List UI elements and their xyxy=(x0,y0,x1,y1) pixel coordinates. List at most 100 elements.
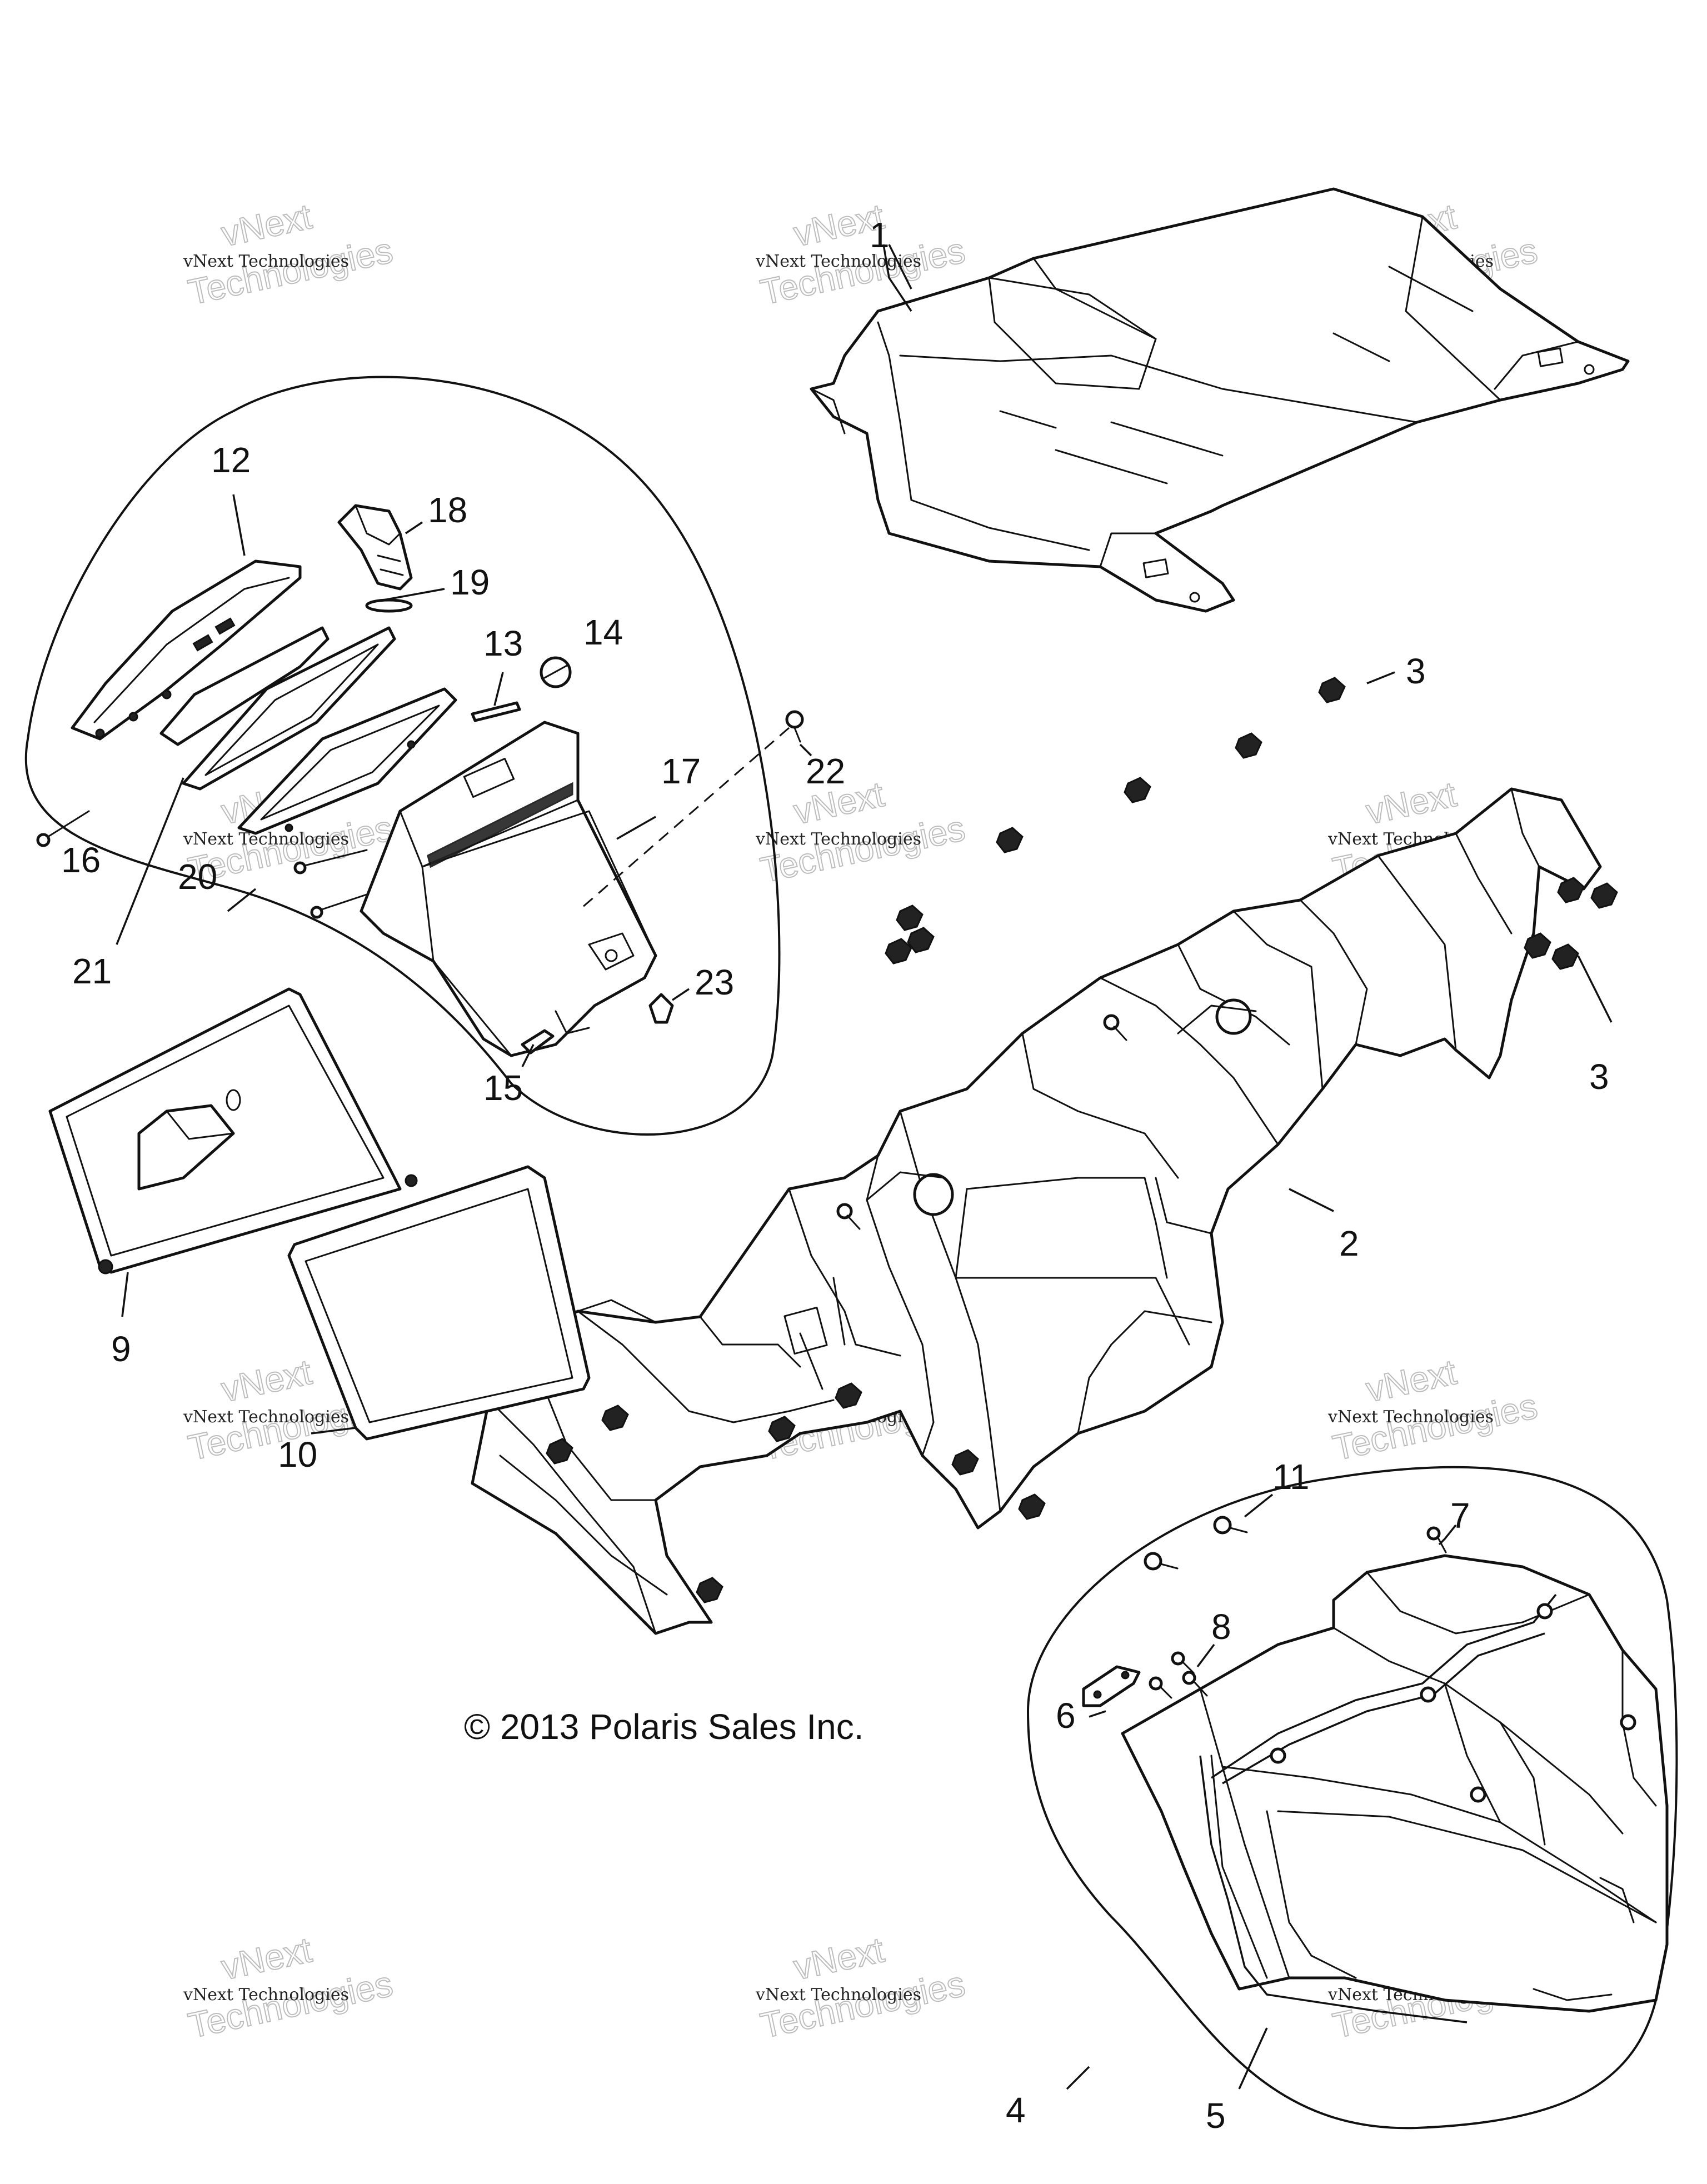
watermark-bottom-left: vNext Technologies vNext Technologies xyxy=(183,1929,397,2046)
clip-icon xyxy=(896,904,924,931)
part-5-seal xyxy=(1199,1755,1468,2023)
watermark-company: Technologies xyxy=(184,1963,396,2046)
part-21-filter-panel xyxy=(159,626,330,746)
screw-icon xyxy=(1144,1552,1179,1571)
clip-icon xyxy=(768,1416,796,1442)
part-3-clips xyxy=(546,677,1618,1603)
watermark-company: Technologies xyxy=(757,808,968,890)
part-7-screw xyxy=(1426,1526,1447,1553)
callout-3-right: 3 xyxy=(1589,1057,1609,1097)
part-23-nut xyxy=(648,993,674,1024)
clip-icon xyxy=(1557,877,1585,903)
storage-bin-assembly xyxy=(1026,1466,1678,2130)
screw-icon xyxy=(1103,1014,1127,1041)
part-6-bracket xyxy=(1082,1665,1141,1707)
glove-box-assembly xyxy=(24,376,804,1136)
clip-icon xyxy=(835,1382,862,1409)
copyright-notice: © 2013 Polaris Sales Inc. xyxy=(464,1707,864,1747)
screw-icon xyxy=(1171,1651,1195,1674)
callout-18: 18 xyxy=(428,490,467,530)
callout-7: 7 xyxy=(1450,1496,1470,1536)
callout-9: 9 xyxy=(111,1329,131,1369)
watermark-text: vNext Technologies xyxy=(1327,1407,1494,1427)
alignment-line xyxy=(577,727,790,912)
watermark-brand: vNext xyxy=(218,1352,315,1410)
callout-4: 4 xyxy=(1006,2090,1026,2130)
callout-19: 19 xyxy=(450,562,490,602)
callout-8: 8 xyxy=(1211,1607,1231,1647)
watermark-brand: vNext xyxy=(1362,774,1460,832)
callouts: 1 2 3 3 4 5 6 7 8 9 10 11 12 13 14 15 16… xyxy=(61,215,1609,2136)
part-20-gasket xyxy=(237,687,457,835)
part-8-screws xyxy=(1171,1651,1208,1697)
clip-icon xyxy=(601,1405,629,1431)
screw-icon xyxy=(310,893,368,919)
watermark-brand: vNext xyxy=(218,1930,315,1987)
callout-21: 21 xyxy=(72,951,112,991)
watermark-brand: vNext xyxy=(1362,1352,1460,1410)
screw-icon xyxy=(1213,1516,1248,1535)
part-18-latch xyxy=(337,504,413,613)
callout-11: 11 xyxy=(1272,1457,1309,1497)
watermark-brand: vNext xyxy=(790,1930,887,1987)
detail-bubble-upper-left xyxy=(24,376,781,1136)
callout-1: 1 xyxy=(870,215,890,255)
watermark-company: Technologies xyxy=(184,230,396,312)
callout-13: 13 xyxy=(483,623,523,663)
screw-icon xyxy=(293,849,368,874)
screw-icon xyxy=(1182,1671,1208,1697)
part-9-glove-box-door xyxy=(48,987,418,1275)
callout-12: 12 xyxy=(211,440,251,480)
clip-icon xyxy=(1524,932,1551,959)
watermark-company: Technologies xyxy=(757,1963,968,2046)
watermark-brand: vNext xyxy=(218,196,315,254)
clip-icon xyxy=(885,938,912,964)
dash-screws xyxy=(836,1014,1127,1230)
callout-5: 5 xyxy=(1206,2096,1226,2136)
clip-icon xyxy=(1124,777,1151,803)
callout-20: 20 xyxy=(178,857,217,897)
screw-icon xyxy=(1149,1676,1172,1699)
callout-16: 16 xyxy=(61,840,101,880)
part-13-pin xyxy=(471,701,521,722)
watermark-company: Technologies xyxy=(1329,1386,1540,1468)
part-16-bolt xyxy=(36,810,90,847)
part-14-knob-icon xyxy=(540,656,572,688)
watermark-text: vNext Technologies xyxy=(183,1985,349,2005)
clip-icon xyxy=(1318,677,1346,703)
clip-icon xyxy=(951,1449,979,1476)
clip-icon xyxy=(996,827,1024,853)
watermark-text: vNext Technologies xyxy=(183,252,349,271)
watermark-text: vNext Technologies xyxy=(755,1985,921,2005)
part-1-top-cover xyxy=(810,187,1630,613)
part-19-gasket xyxy=(182,626,396,791)
callout-17: 17 xyxy=(661,751,701,791)
part-12-lid-frame xyxy=(71,559,302,741)
callout-2: 2 xyxy=(1339,1223,1359,1263)
screw-icon xyxy=(836,1203,861,1230)
clip-icon xyxy=(1018,1493,1046,1520)
watermark-text: vNext Technologies xyxy=(183,829,349,849)
clip-icon xyxy=(1551,943,1579,970)
part-11-screws xyxy=(1144,1516,1248,1571)
callout-14: 14 xyxy=(583,612,623,652)
leader-lines xyxy=(116,244,1613,2090)
part-10-door-seal xyxy=(287,1165,591,1441)
part-22-screw xyxy=(785,710,804,743)
callout-23: 23 xyxy=(695,962,734,1002)
part-4-storage-bin xyxy=(1121,1554,1669,2023)
watermark-low-right: vNext Technologies vNext Technologies xyxy=(1327,1351,1541,1468)
callout-6: 6 xyxy=(1056,1696,1076,1736)
part-15-clip xyxy=(521,1029,555,1054)
watermark-mid-center: vNext Technologies vNext Technologies xyxy=(755,773,969,891)
clip-icon xyxy=(546,1438,573,1465)
watermark-text: vNext Technologies xyxy=(755,252,921,271)
watermark-top-left: vNext Technologies vNext Technologies xyxy=(183,196,397,313)
callout-10: 10 xyxy=(278,1435,317,1475)
watermark-bottom-center: vNext Technologies vNext Technologies xyxy=(755,1929,969,2046)
watermark-text: vNext Technologies xyxy=(755,829,921,849)
clip-icon xyxy=(1590,882,1618,909)
part-2-dash-body xyxy=(471,787,1602,1635)
clip-icon xyxy=(1235,732,1262,759)
